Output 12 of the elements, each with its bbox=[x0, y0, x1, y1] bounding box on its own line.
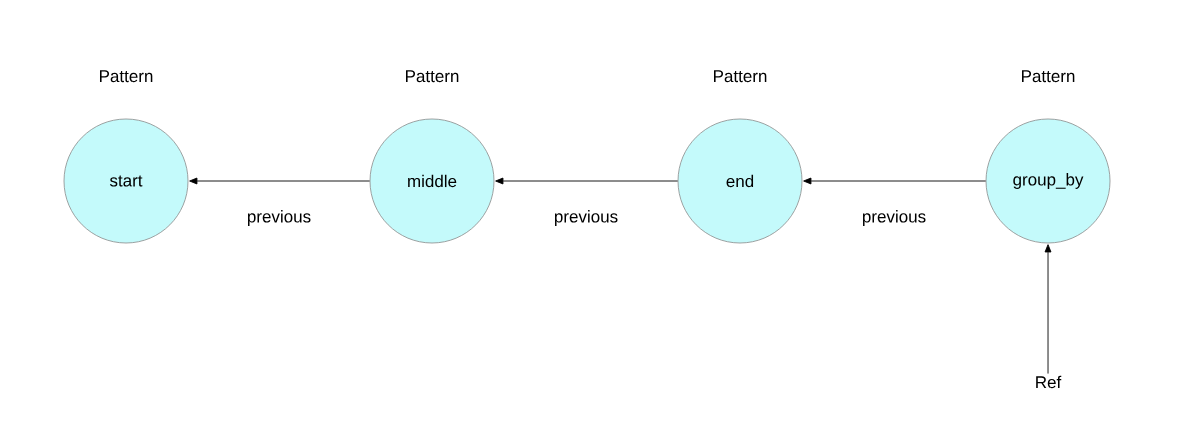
node-heading: Pattern bbox=[1022, 70, 1075, 83]
arrow bbox=[189, 177, 371, 185]
arrow bbox=[1044, 244, 1052, 374]
edge-label: previous bbox=[860, 209, 928, 227]
edge-label: previous bbox=[245, 209, 313, 227]
arrow bbox=[495, 177, 679, 185]
node-text: Ref bbox=[1036, 375, 1062, 389]
edge-label: previous bbox=[552, 209, 620, 227]
arrow bbox=[803, 177, 987, 185]
node-heading: Pattern bbox=[714, 70, 767, 83]
node-heading: Pattern bbox=[100, 70, 153, 83]
node-heading: Pattern bbox=[406, 70, 459, 83]
